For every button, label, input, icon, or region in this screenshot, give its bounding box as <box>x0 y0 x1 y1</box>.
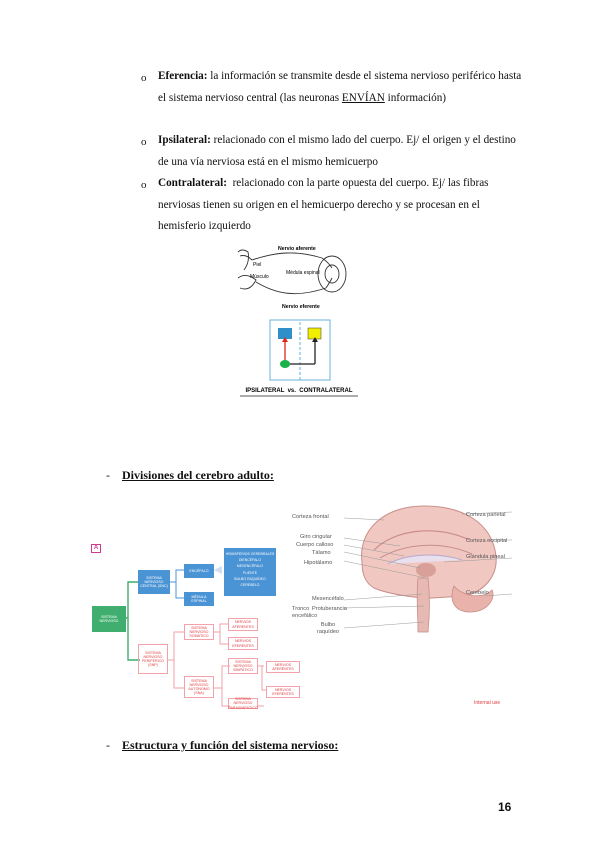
ipsi-contra-figure: IPSILATERAL vs. CONTRALATERAL <box>240 318 358 400</box>
box-parasimpatico: SISTEMA NERVIOSO PARASIMPÁTICO <box>228 697 258 710</box>
brain-label-cuerpo-calloso: Cuerpo calloso <box>296 542 334 548</box>
connector-lines <box>124 566 266 707</box>
figure-tag: A <box>91 544 101 553</box>
box-autonomo: SISTEMA NERVIOSO AUTÓNOMO (SNA) <box>184 676 214 698</box>
label-nervio-aferente: Nervio aferente <box>278 246 316 252</box>
bullet-marker: o <box>141 136 147 148</box>
box-encefalo-parts: HEMISFERIOS CEREBRALES DIENCÉFALO MESENC… <box>224 548 276 596</box>
brain-label-corteza-occipital: Corteza occipital <box>466 538 508 544</box>
blue-square <box>278 328 292 339</box>
box-snc: SISTEMA NERVIOSO CENTRAL (SNC) <box>138 570 170 594</box>
reflex-arc-figure: Nervio aferente Piel Músculo Médula espi… <box>237 246 347 310</box>
internal-use-mark: Internal use <box>474 700 501 706</box>
bullet-marker: o <box>141 179 147 191</box>
bullet-eferencia: Eferencia: la información se transmite d… <box>158 70 522 104</box>
box-medula: MÉDULA ESPINAL <box>184 592 214 606</box>
brain-label-protuberancia: Protuberancia <box>312 606 347 612</box>
box-encefalo: ENCÉFALO <box>184 564 214 578</box>
green-dot <box>280 360 290 368</box>
yellow-square <box>307 327 322 340</box>
brain-label-talamo: Tálamo <box>312 550 331 556</box>
brain-label-corteza-frontal: Corteza frontal <box>292 514 329 520</box>
box-somatico: SISTEMA NERVIOSO SOMÁTICO <box>184 624 214 640</box>
brain-sagittal-figure <box>344 505 513 633</box>
brain-label-bulbo: Bulbo raquídeo <box>316 622 340 635</box>
label-piel: Piel <box>253 262 261 268</box>
brain-label-giro-cingular: Giro cingular <box>300 534 332 540</box>
brain-label-cerebelo: Cerebelo <box>466 590 489 596</box>
box-autonomo-aferentes: NERVIOS AFERENTES <box>266 661 300 673</box>
box-sistema-nervioso: SISTEMA NERVIOSO <box>92 606 126 632</box>
brain-label-hipotalamo: Hipotálamo <box>304 560 333 566</box>
box-autonomo-eferentes: NERVIOS EFERENTES <box>266 686 300 698</box>
term: Eferencia: <box>158 70 208 82</box>
label-musculo: Músculo <box>250 274 269 280</box>
brain-label-glandula-pineal: Glándula pineal <box>466 554 505 560</box>
brain-label-corteza-parietal: Corteza parietal <box>466 512 506 518</box>
box-somatico-eferentes: NERVIOS EFERENTES <box>228 637 258 650</box>
figure-caption: IPSILATERAL vs. CONTRALATERAL <box>245 388 352 394</box>
term: Ipsilateral: <box>158 134 211 146</box>
division-diagram: A SISTEMA NERVIOSO SISTEMA NERVIOSO CENT… <box>88 540 328 710</box>
section-heading-estructura: -Estructura y función del sistema nervio… <box>106 738 339 752</box>
bullet-marker: o <box>141 72 147 84</box>
box-snp: SISTEMA NERVIOSO PERIFÉRICO (SNP) <box>138 644 168 674</box>
brain-label-mesencefalo: Mesencéfalo <box>312 596 344 602</box>
label-nervio-eferente: Nervio eferente <box>282 304 320 310</box>
box-somatico-aferentes: NERVIOS AFERENTES <box>228 618 258 631</box>
bullet-ipsilateral: Ipsilateral: relacionado con el mismo la… <box>158 134 516 168</box>
section-heading-divisiones: -Divisiones del cerebro adulto: <box>106 468 274 482</box>
label-medula: Médula espinal <box>286 270 320 276</box>
box-simpatico: SISTEMA NERVIOSO SIMPÁTICO <box>228 658 258 674</box>
bullet-contralateral: Contralateral: relacionado con la parte … <box>158 177 492 232</box>
page-number: 16 <box>498 800 512 814</box>
brain-label-tronco: Tronco encefálico <box>292 606 318 619</box>
term: Contralateral: <box>158 177 227 189</box>
